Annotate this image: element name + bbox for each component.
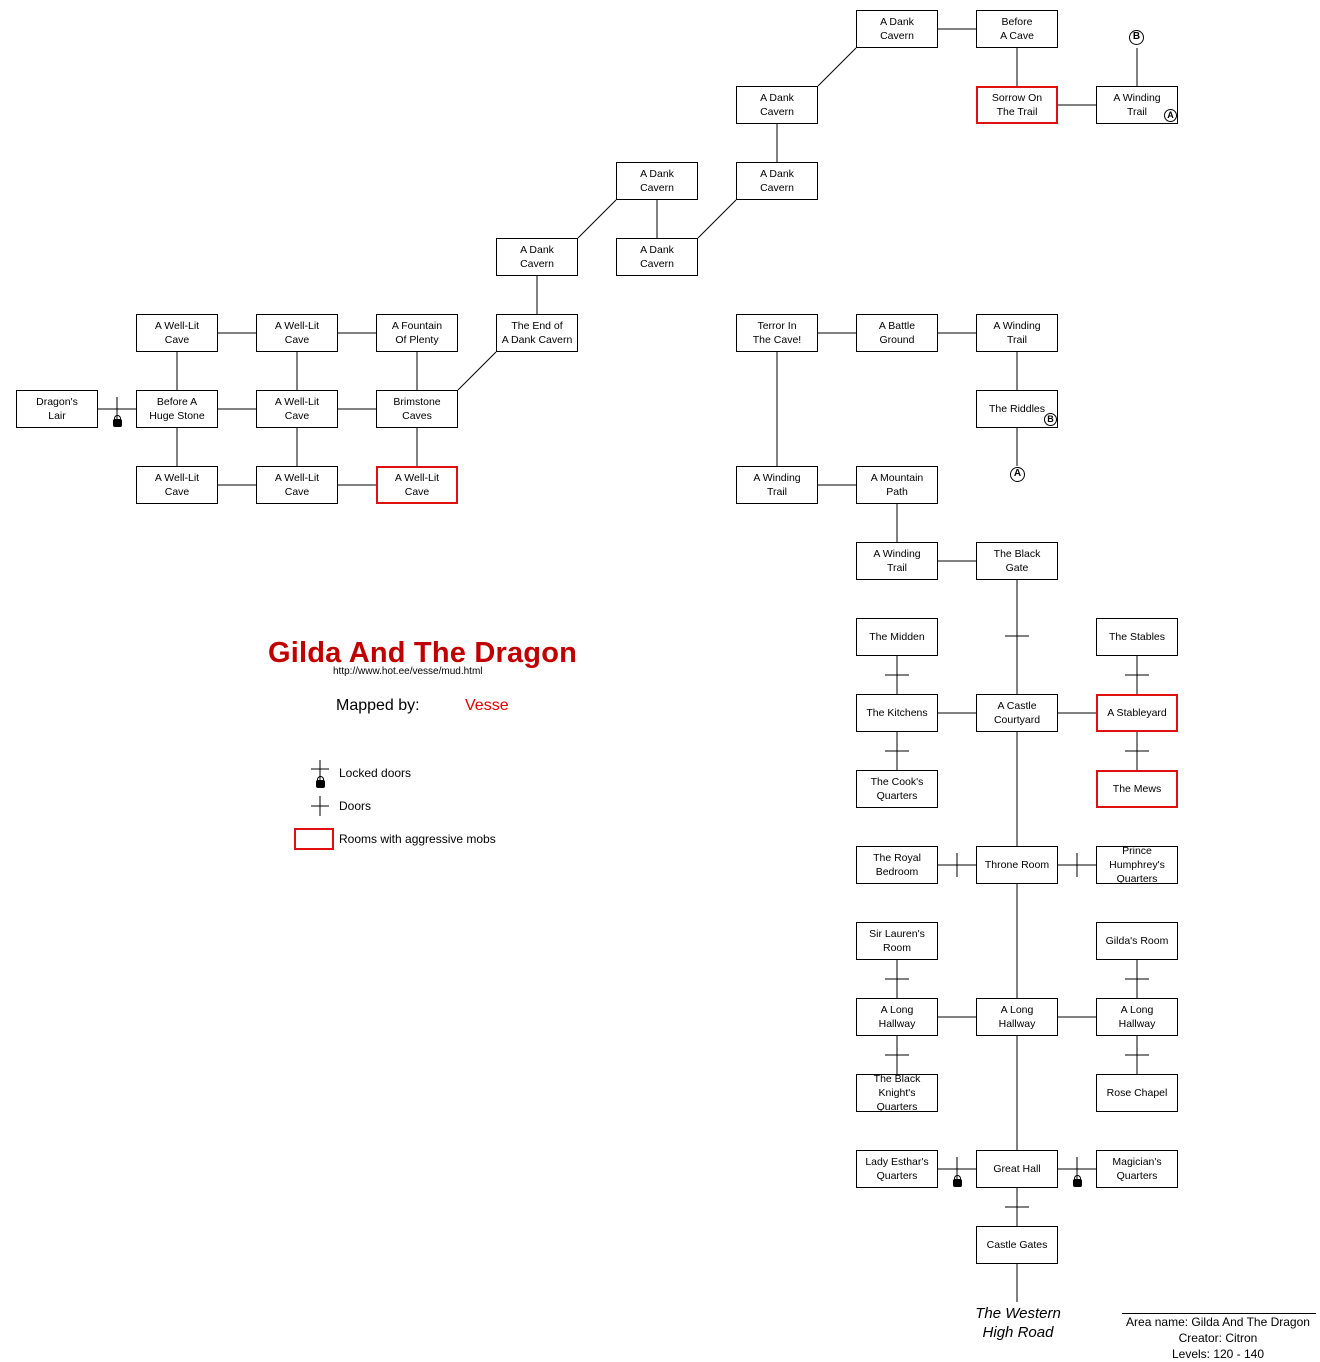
legend-aggressive-swatch: [294, 828, 334, 850]
room-battle: A Battle Ground: [856, 314, 938, 352]
marker-a-mA_wind: A: [1164, 109, 1177, 122]
room-wl5: A Well-Lit Cave: [256, 466, 338, 504]
room-cooks: The Cook's Quarters: [856, 770, 938, 808]
lock-icon: [953, 1175, 962, 1187]
room-dank3: A Dank Cavern: [616, 162, 698, 200]
room-gilda: Gilda's Room: [1096, 922, 1178, 960]
legend-locked-doors: Locked doors: [339, 766, 412, 780]
room-greathall: Great Hall: [976, 1150, 1058, 1188]
map-url: http://www.hot.ee/vesse/mud.html: [333, 666, 483, 677]
room-mountain: A Mountain Path: [856, 466, 938, 504]
room-hugestone: Before A Huge Stone: [136, 390, 218, 428]
room-hallR: A Long Hallway: [1096, 998, 1178, 1036]
room-gates: Castle Gates: [976, 1226, 1058, 1264]
room-lauren: Sir Lauren's Room: [856, 922, 938, 960]
legend-door-icons: [311, 760, 329, 816]
room-courtyard: A Castle Courtyard: [976, 694, 1058, 732]
room-dank1: A Dank Cavern: [856, 10, 938, 48]
room-wind4: A Winding Trail: [856, 542, 938, 580]
room-brimstone: Brimstone Caves: [376, 390, 458, 428]
room-dank2: A Dank Cavern: [736, 86, 818, 124]
room-stableyard: A Stableyard: [1096, 694, 1178, 732]
room-lair: Dragon's Lair: [16, 390, 98, 428]
room-dank4: A Dank Cavern: [736, 162, 818, 200]
room-wl3: A Well-Lit Cave: [256, 390, 338, 428]
link-dank4-dank6: [697, 199, 737, 239]
room-prince: Prince Humphrey's Quarters: [1096, 845, 1178, 885]
room-sorrow: Sorrow On The Trail: [976, 86, 1058, 124]
room-dank6: A Dank Cavern: [616, 238, 698, 276]
room-knight: The Black Knight's Quarters: [856, 1073, 938, 1113]
room-beforecave: Before A Cave: [976, 10, 1058, 48]
room-wl4: A Well-Lit Cave: [136, 466, 218, 504]
lock-icon: [113, 415, 122, 427]
room-rose: Rose Chapel: [1096, 1074, 1178, 1112]
room-royalbed: The Royal Bedroom: [856, 846, 938, 884]
info-creator: Creator: Citron: [1178, 1331, 1258, 1345]
room-endcavern: The End of A Dank Cavern: [496, 314, 578, 352]
room-fountain: A Fountain Of Plenty: [376, 314, 458, 352]
room-magician: Magician's Quarters: [1096, 1150, 1178, 1188]
legend-aggressive: Rooms with aggressive mobs: [339, 832, 496, 846]
info-area: Area name: Gilda And The Dragon: [1126, 1315, 1310, 1329]
legend-doors: Doors: [339, 799, 372, 813]
room-midden: The Midden: [856, 618, 938, 656]
room-wl2: A Well-Lit Cave: [256, 314, 338, 352]
link-endcavern-brimstone: [457, 351, 497, 391]
marker-b-mB_riddles: B: [1044, 413, 1057, 426]
room-stables: The Stables: [1096, 618, 1178, 656]
room-wl1: A Well-Lit Cave: [136, 314, 218, 352]
room-esthar: Lady Esthar's Quarters: [856, 1150, 938, 1188]
room-mews: The Mews: [1096, 770, 1178, 808]
lock-icon: [1073, 1175, 1082, 1187]
marker-b-mB_top: B: [1129, 30, 1144, 45]
link-dank3-dank5: [577, 199, 617, 239]
room-wind3: A Winding Trail: [736, 466, 818, 504]
room-kitchens: The Kitchens: [856, 694, 938, 732]
link-dank1-dank2: [817, 47, 857, 87]
room-dank5: A Dank Cavern: [496, 238, 578, 276]
map-title: Gilda And The Dragon: [268, 637, 578, 669]
room-hallL: A Long Hallway: [856, 998, 938, 1036]
room-throne: Throne Room: [976, 846, 1058, 884]
room-wind2: A Winding Trail: [976, 314, 1058, 352]
mapper-name: Vesse: [465, 697, 509, 714]
info-divider: [1122, 1313, 1316, 1314]
lock-icon: [316, 776, 325, 788]
marker-a-mA_bottom: A: [1010, 467, 1025, 482]
room-hallC: A Long Hallway: [976, 998, 1058, 1036]
exit-western-high-road: The Western High Road: [975, 1305, 1061, 1341]
room-wl6: A Well-Lit Cave: [376, 466, 458, 504]
room-blackgate: The Black Gate: [976, 542, 1058, 580]
info-levels: Levels: 120 - 140: [1171, 1347, 1265, 1361]
mapped-by-label: Mapped by:: [336, 697, 420, 714]
room-terror: Terror In The Cave!: [736, 314, 818, 352]
